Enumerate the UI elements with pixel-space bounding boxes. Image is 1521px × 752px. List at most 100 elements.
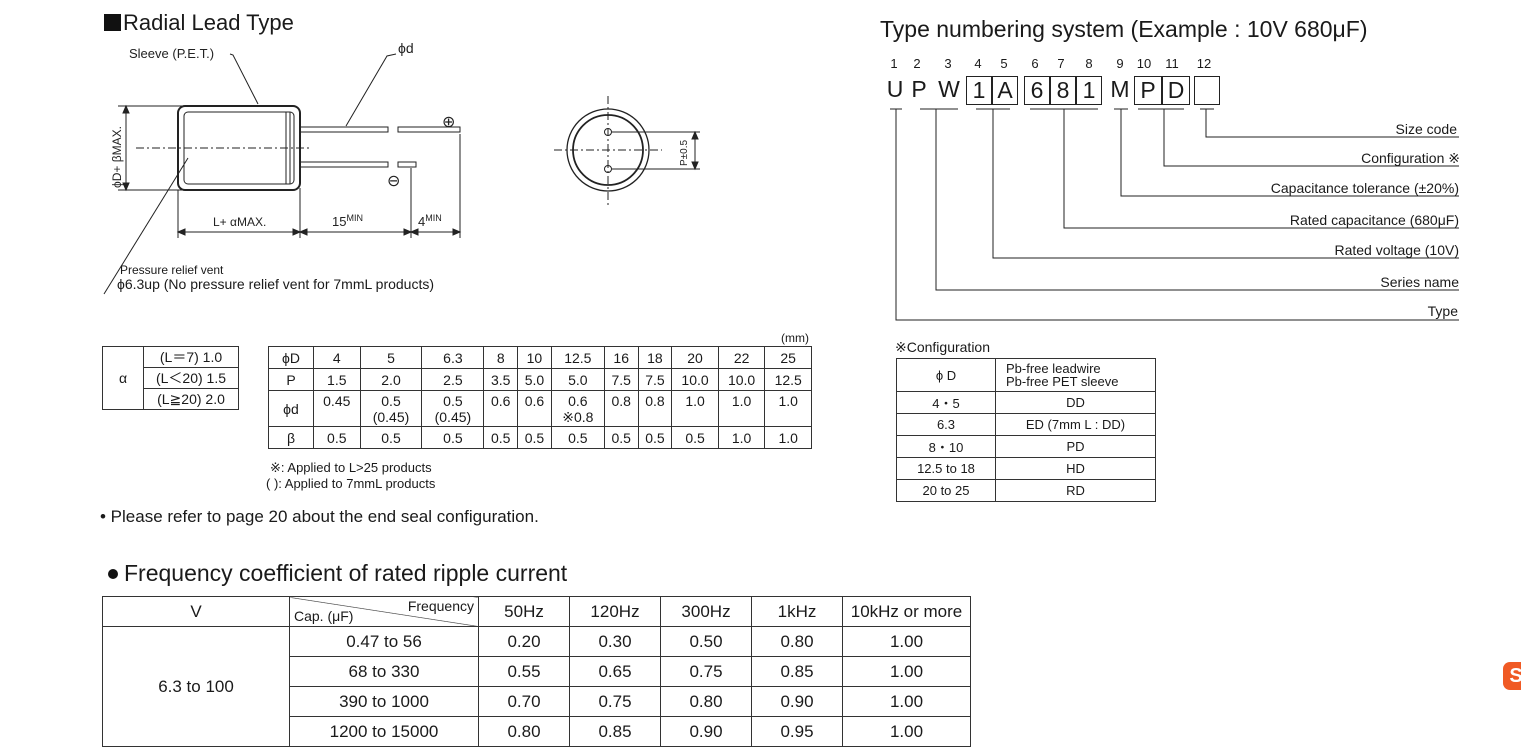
cell: 7.5: [603, 368, 639, 391]
cell: 20: [671, 346, 719, 369]
app-logo-icon[interactable]: S: [1503, 662, 1521, 690]
bullet-icon: [108, 569, 118, 579]
phi-d-label: ϕd: [398, 40, 414, 56]
position-numbers: 1 2 3 4 5 6 7 8 9 10 11 12: [890, 56, 1212, 71]
char-4: 1: [966, 76, 992, 105]
cell: 1.0: [717, 390, 766, 427]
label-configuration: Configuration ※: [1361, 150, 1460, 166]
cell: 0.5: [517, 426, 552, 449]
end-seal-note: • Please refer to page 20 about the end …: [100, 507, 539, 526]
cell: 0.6: [483, 390, 519, 427]
label-series-name: Series name: [1380, 274, 1459, 290]
cell: 8: [483, 346, 519, 369]
cell: 1.0: [717, 426, 766, 449]
header-diagonal: Frequency Cap. (μF): [289, 596, 479, 627]
cell: 0.5: [550, 426, 605, 449]
radial-lead-drawing: Sleeve (P.E.T.) ϕd ⊕ ⊖ ϕD+ βMAX. L+ αMAX…: [103, 40, 462, 295]
cell: 0.5: [421, 426, 485, 449]
cell: 16: [603, 346, 639, 369]
label-size-code: Size code: [1395, 121, 1457, 137]
dimensions-table: ϕD 4 5 6.3 8 10 12.5 16 18 20 22 25 P 1.…: [268, 346, 812, 449]
alpha-table: α (L＝7) 1.0 (L＜20) 1.5 (L≧20) 2.0: [102, 346, 239, 410]
frequency-table: V Frequency Cap. (μF) 50Hz 120Hz 300Hz 1…: [102, 596, 971, 747]
vent-line-2: ϕ6.3up (No pressure relief vent for 7mmL…: [117, 276, 435, 292]
header-freq: 50Hz: [478, 596, 570, 627]
cell: 5.0: [550, 368, 605, 391]
char-12: [1194, 76, 1220, 105]
char-7: 8: [1050, 76, 1076, 105]
cell: 18: [637, 346, 673, 369]
header-voltage: V: [102, 596, 290, 627]
minus-terminal-symbol: ⊖: [387, 171, 400, 190]
cell: 0.8: [637, 390, 673, 427]
char-1: U: [886, 76, 904, 102]
cell: 0.5: [313, 426, 361, 449]
char-8: 1: [1076, 76, 1102, 105]
row-phiD: ϕD 4 5 6.3 8 10 12.5 16 18 20 22 25: [268, 346, 812, 369]
header-freq: 120Hz: [569, 596, 661, 627]
label-rated-capacitance: Rated capacitance (680μF): [1289, 212, 1459, 228]
p-tolerance-label: P±0.5: [679, 140, 690, 166]
cell: 10.0: [671, 368, 719, 391]
header-freq: 10kHz or more: [842, 596, 971, 627]
cell: 12.5: [550, 346, 605, 369]
header-freq: 300Hz: [660, 596, 752, 627]
cell: 4: [313, 346, 361, 369]
char-3: W: [938, 76, 960, 102]
length-label: L+ αMAX.: [213, 215, 266, 229]
label-capacitance-tolerance: Capacitance tolerance (±20%): [1270, 180, 1459, 196]
cell: 0.5: [603, 426, 639, 449]
cell: 5: [359, 346, 423, 369]
row-label: β: [268, 426, 314, 449]
config-header-size: ϕ D: [896, 358, 996, 392]
cell: 10.0: [717, 368, 766, 391]
cell: 3.5: [483, 368, 519, 391]
cell: 0.45: [313, 390, 361, 427]
row-label: P: [268, 368, 314, 391]
type-numbering-leaders: [890, 108, 1459, 321]
cell: 1.0: [671, 390, 719, 427]
end-view-drawing: P±0.5: [554, 96, 700, 206]
cell: 2.5: [421, 368, 485, 391]
char-9: M: [1110, 76, 1130, 102]
cell: 0.6: [517, 390, 552, 427]
cell: 6.3: [421, 346, 485, 369]
cell: 0.5: [671, 426, 719, 449]
alpha-row-2: (L＜20) 1.5: [143, 367, 239, 389]
cell: 0.5: [483, 426, 519, 449]
configuration-title: ※Configuration: [895, 339, 991, 355]
voltage-range: 6.3 to 100: [102, 626, 290, 747]
unit-label: (mm): [781, 331, 809, 345]
cell: 0.5(0.45): [359, 390, 423, 427]
cell: 25: [764, 346, 812, 369]
cell: 0.8: [603, 390, 639, 427]
alpha-row-1: (L＝7) 1.0: [143, 346, 239, 368]
char-5: A: [992, 76, 1018, 105]
cell: 7.5: [637, 368, 673, 391]
vent-line-1: Pressure relief vent: [120, 263, 224, 277]
char-2: P: [911, 76, 927, 102]
char-6: 6: [1024, 76, 1050, 105]
alpha-row-3: (L≧20) 2.0: [143, 388, 239, 410]
cell: 1.0: [764, 390, 812, 427]
lead-15-label: 15MIN: [332, 213, 363, 229]
alpha-symbol: α: [102, 346, 144, 410]
cell: 0.6※0.8: [550, 390, 605, 427]
label-type: Type: [1427, 303, 1458, 319]
cell: 10: [517, 346, 552, 369]
type-numbering-title: Type numbering system (Example : 10V 680…: [880, 16, 1368, 42]
lead-4-label: 4MIN: [418, 213, 442, 229]
cell: 1.5: [313, 368, 361, 391]
cell: 0.5(0.45): [421, 390, 485, 427]
cell: 1.0: [764, 426, 812, 449]
row-beta: β 0.5 0.5 0.5 0.5 0.5 0.5 0.5 0.5 0.5 1.…: [268, 426, 812, 449]
row-label: ϕD: [268, 346, 314, 369]
